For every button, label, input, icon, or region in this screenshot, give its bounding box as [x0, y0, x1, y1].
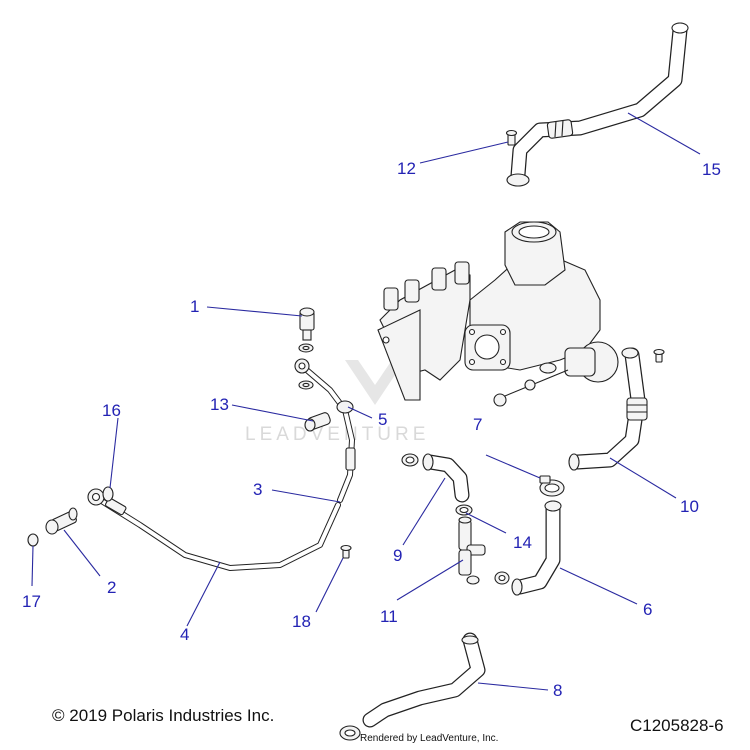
callout-12: 12 [397, 159, 416, 178]
watermark-text: LEADVENTURE [245, 424, 429, 445]
callout-17: 17 [22, 592, 41, 611]
callout-9: 9 [393, 546, 402, 565]
part-14-clamp[interactable] [455, 504, 473, 516]
part-17-nut[interactable] [27, 533, 39, 547]
hose-clamp-left [401, 453, 419, 467]
part-15-oil-feed-tube[interactable] [506, 22, 689, 187]
part-1-banjo-bolt[interactable] [299, 307, 315, 341]
callout-15: 15 [702, 160, 721, 179]
callout-3: 3 [253, 480, 262, 499]
small-clamps [466, 571, 510, 585]
part-8-hose[interactable] [362, 632, 486, 728]
part-9-hose[interactable] [422, 453, 470, 503]
callout-5: 5 [378, 410, 387, 429]
leader-lines [31, 112, 701, 691]
sealing-washers [298, 343, 314, 390]
callout-6: 6 [643, 600, 652, 619]
part-3-oil-line[interactable] [294, 358, 356, 503]
callout-13: 13 [210, 395, 229, 414]
part-16-washer[interactable] [102, 486, 114, 502]
drawing-id: C1205828-6 [630, 716, 724, 735]
part-10-hose[interactable] [568, 347, 648, 471]
part-13-fitting[interactable] [304, 412, 331, 432]
part-2-fitting[interactable] [45, 507, 78, 535]
callout-11: 11 [380, 607, 398, 626]
part-5-clamp[interactable] [336, 400, 354, 414]
callout-4: 4 [180, 625, 189, 644]
callout-2: 2 [107, 578, 116, 597]
part-12-bolt[interactable] [505, 129, 518, 146]
callout-14: 14 [513, 533, 532, 552]
callout-7: 7 [473, 415, 482, 434]
callout-18: 18 [292, 612, 311, 631]
callout-16: 16 [102, 401, 121, 420]
callout-1: 1 [190, 297, 199, 316]
leadventure-watermark: LEADVENTURE [245, 360, 429, 445]
part-7-clamp[interactable] [539, 475, 565, 497]
part-6-hose[interactable] [511, 500, 562, 596]
bolt-right [653, 348, 665, 363]
part-11-tee-fitting[interactable] [458, 516, 486, 576]
copyright-text: © 2019 Polaris Industries Inc. [52, 706, 275, 725]
callout-10: 10 [680, 497, 699, 516]
hose-clamp-bottom [339, 725, 361, 741]
callout-labels: 1 2 3 4 5 6 7 8 9 10 11 12 13 14 15 16 1… [22, 159, 721, 700]
turbocharger-assembly[interactable] [377, 221, 619, 407]
callout-8: 8 [553, 681, 562, 700]
part-18-bolt[interactable] [340, 544, 352, 559]
part-4-oil-line[interactable] [87, 488, 341, 571]
rendered-by-text: Rendered by LeadVenture, Inc. [360, 733, 499, 744]
